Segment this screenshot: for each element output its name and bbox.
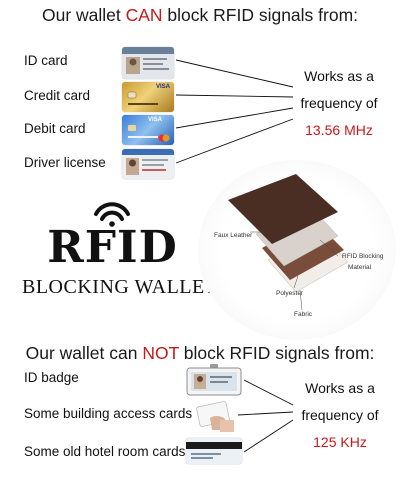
debit-card-brand: VISA <box>148 117 163 123</box>
title-prefix: Our wallet can <box>25 343 143 363</box>
label-polyester: Polyester <box>276 290 304 297</box>
top-frequency-text: Works as a frequency of 13.56 MHz <box>286 63 392 144</box>
freq-line-1: Works as a <box>304 68 374 84</box>
id-badge-icon <box>186 364 242 396</box>
layers-diagram-art <box>228 174 349 311</box>
label-fabric: Fabric <box>294 311 313 318</box>
title-accent-not: NOT <box>142 343 179 363</box>
id-card-icon <box>122 47 174 79</box>
hotel-card-icon <box>186 438 242 464</box>
label-faux-leather: Faux Leather <box>214 232 253 239</box>
freq-value-125-khz: 125 KHz <box>313 434 367 450</box>
item-label-id-card: ID card <box>24 53 68 68</box>
access-card-icon <box>192 400 236 432</box>
title-accent-can: CAN <box>125 5 163 25</box>
freq-line-2: frequency of <box>300 95 378 111</box>
layers-diagram: Faux Leather RFID Blocking Material Poly… <box>198 160 396 340</box>
freq-line-1: Works as a <box>305 380 375 396</box>
credit-card-brand: VISA <box>155 84 170 90</box>
freq-value-13-56-mhz: 13.56 MHz <box>305 122 373 138</box>
cannot-block-title: Our wallet can NOT block RFID signals fr… <box>0 343 400 364</box>
item-label-building-access: Some building access cards <box>24 406 193 421</box>
blocking-wallet-subtitle: BLOCKING WALLET <box>22 276 218 298</box>
label-rfid-blocking: RFID Blocking <box>342 253 384 260</box>
item-label-debit-card: Debit card <box>24 121 86 136</box>
freq-line-2: frequency of <box>301 407 379 423</box>
title-suffix: block RFID signals from: <box>178 343 375 363</box>
title-suffix: block RFID signals from: <box>162 5 359 25</box>
debit-card-icon: VISA <box>122 115 174 145</box>
item-label-credit-card: Credit card <box>24 88 91 103</box>
bottom-frequency-text: Works as a frequency of 125 KHz <box>288 375 392 456</box>
can-block-title: Our wallet CAN block RFID signals from: <box>0 5 400 26</box>
title-prefix: Our wallet <box>41 5 126 25</box>
credit-card-icon: VISA <box>122 82 174 112</box>
driver-license-icon <box>122 149 174 179</box>
rfid-logo-word: RFID <box>47 222 178 273</box>
item-label-id-badge: ID badge <box>24 370 79 385</box>
item-label-driver-license: Driver license <box>24 155 106 170</box>
label-material: Material <box>348 264 372 271</box>
wireless-signal-icon <box>94 202 130 227</box>
item-label-hotel-room: Some old hotel room cards <box>24 444 186 459</box>
leather-layer <box>228 174 338 244</box>
